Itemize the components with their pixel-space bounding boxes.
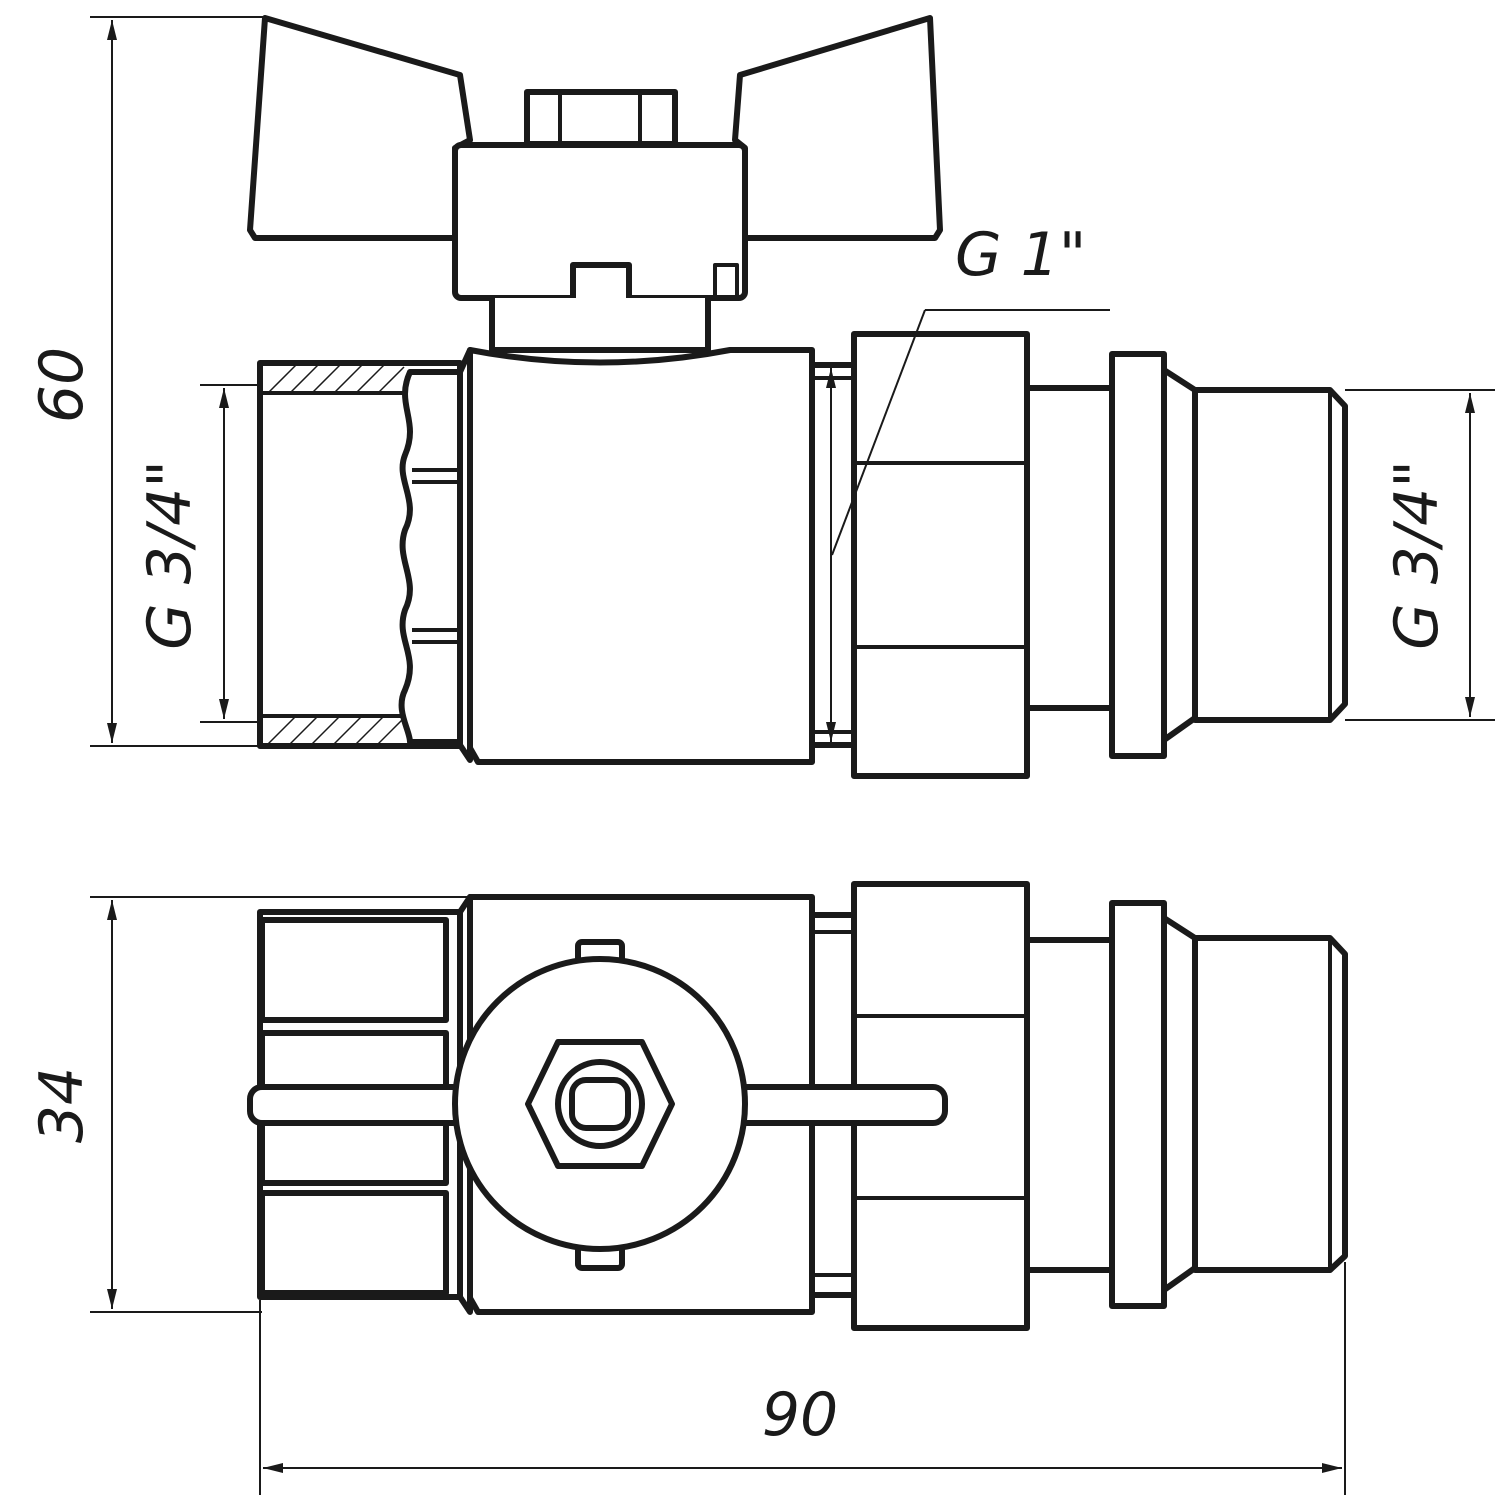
- valve-body: [467, 347, 815, 765]
- side-view: [247, 15, 1348, 779]
- dimension-g34-left: G 3/4": [135, 384, 262, 723]
- handle-lever-left: [247, 1084, 468, 1126]
- dimension-90: 90: [259, 1262, 1346, 1495]
- dimension-g1: G 1": [826, 220, 1110, 745]
- top-view: [247, 881, 1348, 1331]
- dim-label-g1: G 1": [955, 220, 1086, 290]
- dimension-g34-right: G 3/4": [1345, 389, 1495, 721]
- dimension-34: 34: [27, 896, 470, 1313]
- dim-label-g34-right: G 3/4": [1382, 460, 1452, 650]
- dim-label-90: 90: [762, 1380, 838, 1450]
- dim-label-60: 60: [27, 347, 97, 423]
- handle-lever-right: [732, 1084, 948, 1126]
- butterfly-handle-icon: [247, 15, 943, 313]
- hex-nut-icon: [525, 1039, 675, 1169]
- union-nut: [851, 331, 1030, 779]
- dim-label-34: 34: [27, 1067, 97, 1143]
- dimension-60: 60: [27, 16, 268, 747]
- dim-label-g34-left: G 3/4": [135, 460, 205, 650]
- male-outlet-end: [1192, 387, 1348, 723]
- female-inlet-end: [257, 347, 473, 763]
